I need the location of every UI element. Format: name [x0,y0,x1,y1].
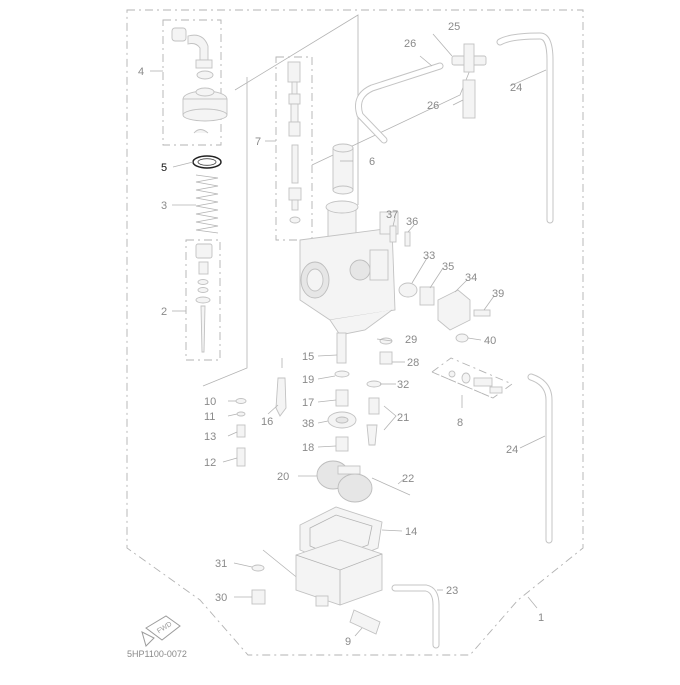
part-33-diaphragm [398,282,418,298]
part-24-lower-hose [527,373,553,544]
callout-4: 4 [138,66,144,78]
callout-24-lower: 24 [506,444,518,456]
part-23-drain-hose [391,584,440,649]
callout-3: 3 [161,200,167,212]
part-20-float [316,460,373,503]
part-22-float-pin [371,477,411,496]
callout-26-label: 26 [427,100,439,112]
callout-29: 29 [405,334,417,346]
callout-14: 14 [405,526,417,538]
part-1-float-bowl [295,539,383,607]
callout-37: 37 [386,209,398,221]
part-21-needle-valve [368,397,380,415]
part-27-hose [355,62,444,144]
group-box-4 [162,19,222,146]
reference-code: 5HP1100-0072 [127,649,187,659]
callout-28: 28 [407,357,419,369]
part-5-gasket-ring [192,155,222,169]
callout-27: 26 [404,38,416,50]
callout-18: 18 [302,442,314,454]
callout-13: 13 [204,431,216,443]
callout-7: 7 [255,136,261,148]
part-31-washer [251,564,265,572]
part-8-screw-set [448,370,503,394]
assembly-boundary [126,9,584,656]
part-37-screw [389,225,397,243]
callout-6: 6 [369,156,375,168]
part-39-bolt [473,309,491,317]
callout-16: 16 [261,416,273,428]
callout-30: 30 [215,592,227,604]
callout-24-upper: 24 [510,82,522,94]
callout-38: 38 [302,418,314,430]
callout-21: 21 [397,412,409,424]
callout-12: 12 [204,457,216,469]
callout-1: 1 [538,612,544,624]
part-16-pilot-screw [275,377,287,417]
part-35-spring [419,286,435,306]
part-7-jet-stack [287,61,302,224]
group-box-8 [431,357,513,399]
callout-2: 2 [161,306,167,318]
callout-8: 8 [457,417,463,429]
group-box-7 [275,56,313,241]
part-25-tee-fitting [451,43,487,73]
callout-19: 19 [302,374,314,386]
part-30-bolt [251,589,266,605]
part-4-cap-assembly [171,27,228,134]
callout-40: 40 [484,335,496,347]
callout-31: 31 [215,558,227,570]
callout-5: 5 [161,162,167,174]
callout-23: 23 [446,585,458,597]
part-3-spring [195,174,219,234]
callout-25: 25 [448,21,460,33]
carburetor-body [299,200,399,336]
callout-34: 34 [465,272,477,284]
callout-36: 36 [406,216,418,228]
callout-17: 17 [302,397,314,409]
callout-9: 9 [345,636,351,648]
group-box-2 [185,239,221,361]
callout-labels: 4 5 3 2 7 6 26 25 26 26 24 24 37 36 33 3… [138,21,544,648]
callout-39: 39 [492,288,504,300]
callout-15: 15 [302,351,314,363]
fwd-arrow-icon: FWD [141,615,181,647]
callout-33: 33 [423,250,435,262]
callout-22: 22 [402,473,414,485]
callout-11: 11 [204,411,215,423]
part-24-upper-hose [496,32,554,224]
part-32-o-ring [366,380,382,388]
part-9-drain-screw [349,609,381,635]
part-2-throttle-slide [195,243,213,353]
part-28-plug [379,351,393,365]
callout-20: 20 [277,471,289,483]
part-34-cover [437,289,471,331]
part-6-sleeve [332,143,354,195]
callout-35: 35 [442,261,454,273]
part-26-pipe [462,79,476,119]
part-36-screw [404,231,411,247]
part-40-nut [455,333,469,343]
callout-10: 10 [204,396,216,408]
callout-32: 32 [397,379,409,391]
center-jet-stack [327,332,357,452]
